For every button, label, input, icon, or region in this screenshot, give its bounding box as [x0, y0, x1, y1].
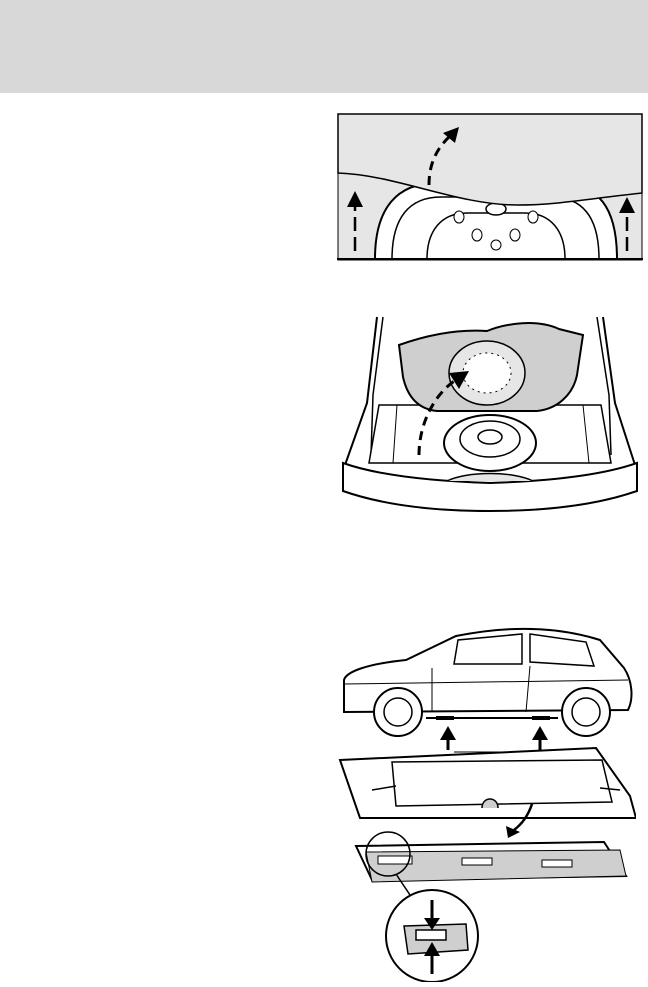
spare-wheel-cover-lift-illustration [337, 113, 643, 263]
clip-detail-magnifier [386, 890, 478, 982]
trunk-floor-panel-open-illustration [337, 315, 643, 513]
page-header-band [0, 0, 648, 93]
car-side-view [344, 629, 631, 736]
side-sill-trim-removal-illustration [336, 620, 636, 982]
